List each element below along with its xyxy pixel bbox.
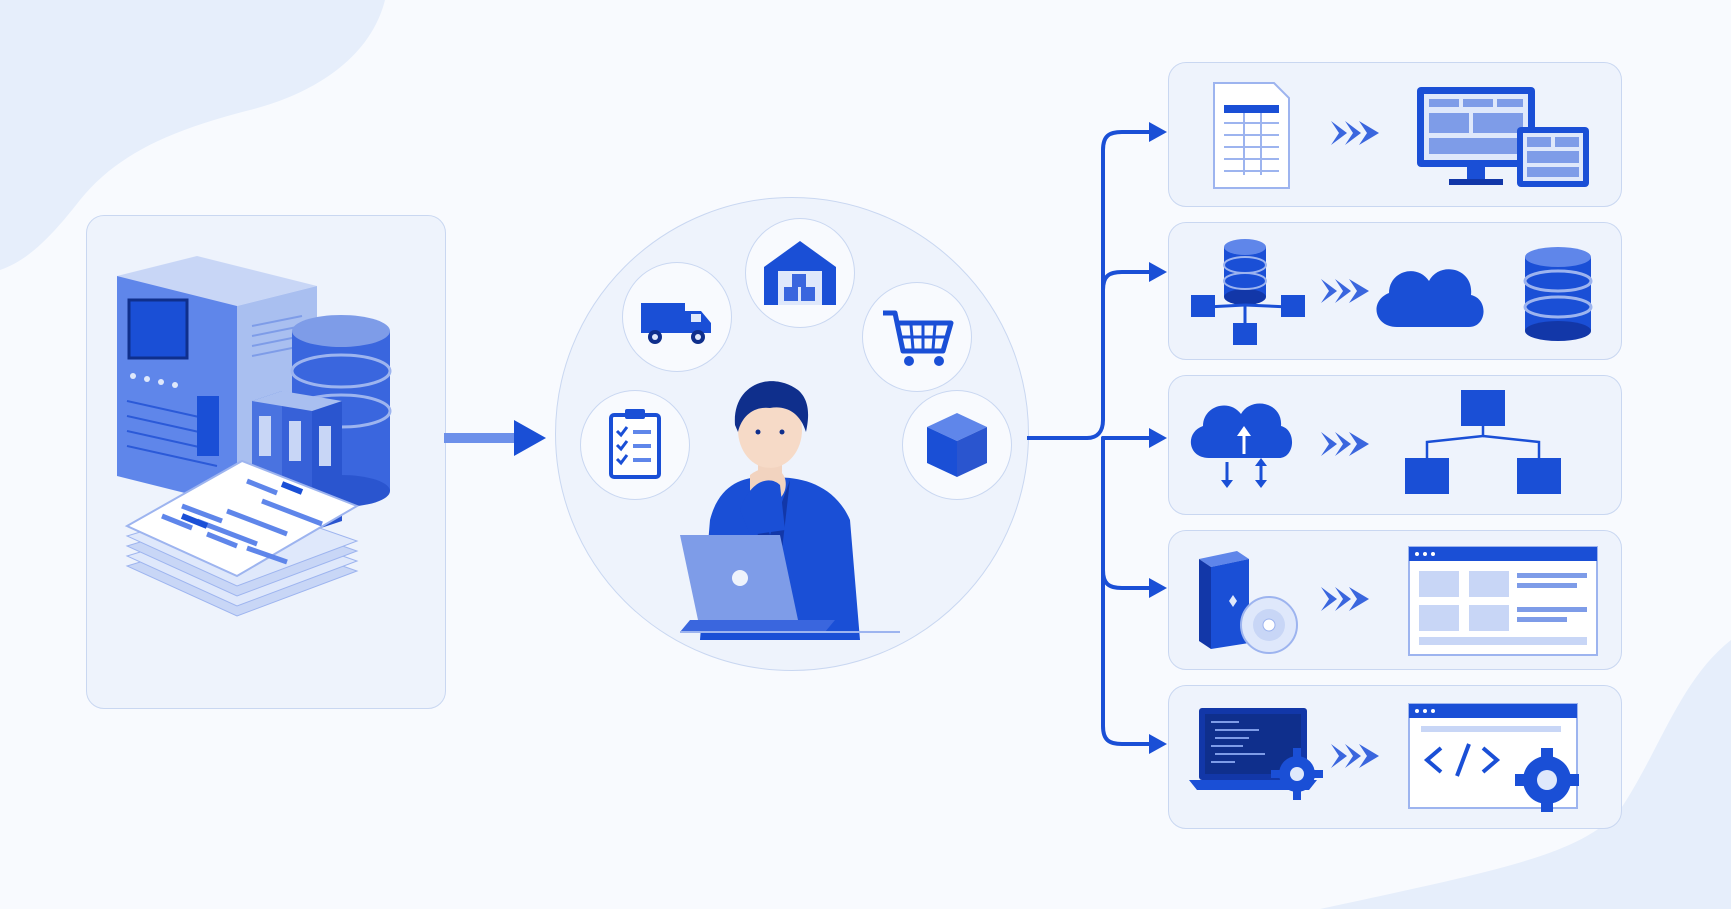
output-row-1 xyxy=(1168,62,1622,207)
double-chevron-arrow-icon xyxy=(1321,587,1369,611)
cloud-and-database-icon xyxy=(1376,247,1593,341)
desktop-and-tablet-dashboard-icon xyxy=(1417,87,1589,187)
output-row-4 xyxy=(1168,530,1622,670)
warehouse-icon xyxy=(764,241,836,305)
delivery-truck-icon xyxy=(641,303,711,344)
warehouse-bubble xyxy=(745,218,855,328)
output-row-3 xyxy=(1168,375,1622,515)
clipboard-bubble xyxy=(580,390,690,500)
double-chevron-arrow-icon xyxy=(1331,744,1379,768)
background-blob-bottom-right xyxy=(1320,640,1731,909)
source-panel xyxy=(86,215,446,709)
package-box-icon xyxy=(927,413,987,477)
cloud-sync-icon xyxy=(1190,403,1293,488)
hierarchy-structure-icon xyxy=(1405,390,1561,494)
box-bubble xyxy=(902,390,1012,500)
thinking-person-illustration xyxy=(680,381,900,640)
code-window-gear-icon xyxy=(1408,703,1579,812)
output-row-5 xyxy=(1168,685,1622,829)
web-app-window-icon xyxy=(1408,546,1598,656)
branch-connector xyxy=(1027,122,1167,754)
double-chevron-arrow-icon xyxy=(1331,121,1379,145)
truck-bubble xyxy=(622,262,732,372)
double-chevron-arrow-icon xyxy=(1321,279,1369,303)
database-network-icon xyxy=(1191,239,1305,345)
paper-reports-icon xyxy=(124,459,360,617)
checklist-clipboard-icon xyxy=(609,409,661,479)
laptop-code-gear-icon xyxy=(1189,708,1323,800)
source-illustration xyxy=(117,256,392,617)
background-blob-top-left xyxy=(0,0,385,270)
cart-bubble xyxy=(862,282,972,392)
software-package-disc-icon xyxy=(1199,551,1298,654)
spreadsheet-document-icon xyxy=(1213,82,1290,189)
double-chevron-arrow-icon xyxy=(1321,432,1369,456)
output-row-2 xyxy=(1168,222,1622,360)
arrow-source-to-analyst xyxy=(444,420,546,456)
shopping-cart-icon xyxy=(883,310,954,366)
